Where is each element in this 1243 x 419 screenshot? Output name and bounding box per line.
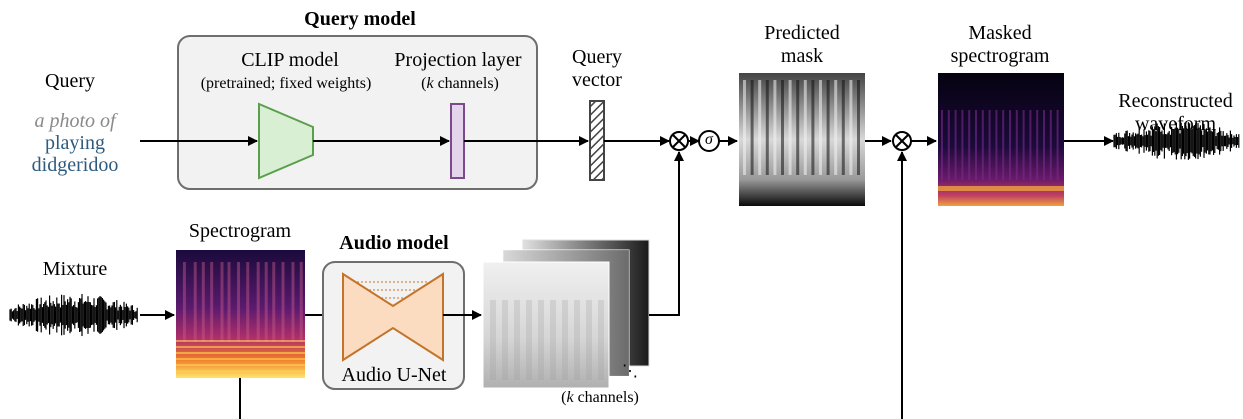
audio-model-title: Audio model [339,232,449,254]
query-vector-label-1: Query [572,46,622,68]
predicted-mask-label-2: mask [780,45,824,67]
sigma-symbol: σ [705,131,713,148]
projection-layer-block [450,103,465,179]
channels-label: (k channels) [561,389,639,406]
query-model-title: Query model [304,8,416,30]
channel-image-1 [482,261,610,389]
predicted-mask-label-1: Predicted [764,22,840,44]
query-text-line3: didgeridoo [31,154,119,176]
reconstructed-waveform-label-1: Reconstructed [1118,90,1233,112]
masked-spectrogram-label-2: spectrogram [950,45,1050,67]
audio-unet-label: Audio U-Net [341,364,447,386]
query-text-line1: a photo of [34,110,116,132]
clip-model-sublabel: (pretrained; fixed weights) [200,75,372,92]
predicted-mask-image [739,73,865,206]
reconstructed-waveform [1113,122,1240,160]
audio-unet-block [342,272,444,362]
clip-model-label: CLIP model [241,49,339,71]
mixture-label: Mixture [42,258,108,280]
reconstructed-waveform-label-2: waveform [1134,113,1217,135]
mixture-waveform [9,293,138,337]
query-vector-label-2: vector [572,69,622,91]
spectrogram-image [176,250,305,378]
query-text-line2: playing [45,132,105,154]
spectrogram-label: Spectrogram [188,220,292,242]
query-label: Query [45,70,95,92]
masked-spectrogram-label-1: Masked [968,22,1032,44]
projection-layer-sublabel: (k channels) [421,75,499,92]
arrow-channels-to-multiply [649,151,684,316]
projection-layer-label: Projection layer [394,49,522,71]
clip-model-block [258,102,314,180]
query-vector-block [589,100,605,181]
channels-ellipsis: ⋱ [622,363,638,380]
